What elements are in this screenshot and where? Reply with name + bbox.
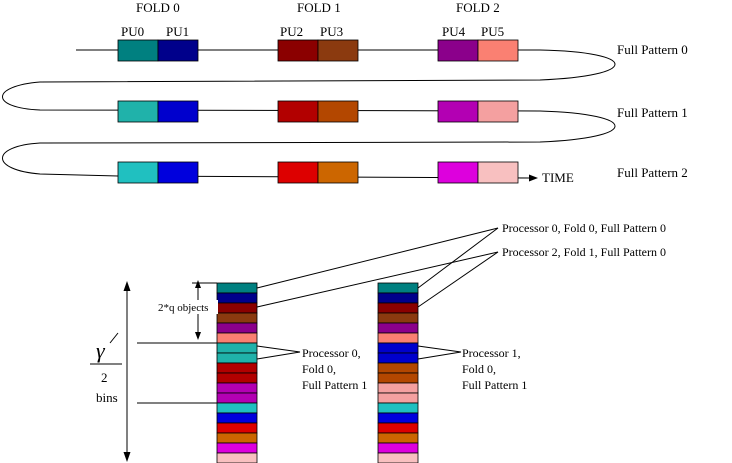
stack-right-cell-9: [377, 372, 419, 384]
pattern-2-pu0-block: [117, 161, 159, 184]
stack-left-cell-11: [216, 392, 258, 404]
objects-arrow-up: [195, 280, 201, 288]
pattern-0-pu5-block: [477, 39, 519, 62]
pattern-1-pu4-block: [437, 100, 479, 123]
stack-left-cell-0: [216, 282, 258, 294]
pattern-2-pu5-block: [477, 161, 519, 184]
stack-right-cell-0: [377, 282, 419, 294]
left-callout-line-2: Fold 0,: [302, 362, 336, 376]
stack-left-cell-14: [216, 422, 258, 434]
stack-left-cell-10: [216, 382, 258, 394]
pointer-top1-left: [256, 227, 499, 289]
pointer-top2-left: [256, 251, 499, 308]
stack-left-cell-3: [216, 312, 258, 324]
fraction-unit: bins: [96, 390, 118, 405]
pointer-top2-right: [417, 251, 499, 308]
pattern-2-pu2-block: [277, 161, 319, 184]
pointer-left-stack: [256, 345, 301, 360]
stack-right: [377, 282, 419, 463]
right-callout-line-2: Fold 0,: [462, 362, 496, 376]
stack-left-cell-5: [216, 332, 258, 344]
stack-right-cell-6: [377, 342, 419, 354]
pu0-label: PU0: [121, 24, 144, 39]
stack-left-cell-7: [216, 352, 258, 364]
stack-left-cell-15: [216, 432, 258, 444]
pattern-1-pu1-block: [157, 100, 199, 123]
fraction-numerator: γ: [96, 338, 106, 363]
pattern-1-pu2-block: [277, 100, 319, 123]
stack-right-cell-2: [377, 302, 419, 314]
pattern-1-pu0-block: [117, 100, 159, 123]
pattern-2-pu3-block: [317, 161, 359, 184]
pattern-1-pu3-block: [317, 100, 359, 123]
bins-arrow-down: [123, 452, 131, 462]
pattern-1-pu5-block: [477, 100, 519, 123]
stack-right-cell-5: [377, 332, 419, 344]
stack-right-cell-8: [377, 362, 419, 374]
stack-right-cell-1: [377, 292, 419, 304]
stack-right-cell-10: [377, 382, 419, 394]
stack-left-cell-9: [216, 372, 258, 384]
pattern-2-pu1-block: [157, 161, 199, 184]
callout-top-1: Processor 0, Fold 0, Full Pattern 0: [502, 221, 666, 235]
left-callout-line-1: Processor 0,: [302, 346, 361, 360]
stack-left-cell-4: [216, 322, 258, 334]
stack-left-cell-8: [216, 362, 258, 374]
stack-left-cell-13: [216, 412, 258, 424]
stack-left-cell-16: [216, 442, 258, 454]
stack-right-cell-3: [377, 312, 419, 324]
stack-right-cell-16: [377, 442, 419, 454]
stack-left-cell-17: [216, 452, 258, 463]
pattern-0-pu1-block: [157, 39, 199, 62]
left-callout-line-3: Full Pattern 1: [302, 378, 367, 392]
objects-label: 2*q objects: [158, 302, 208, 314]
time-label: TIME: [542, 170, 574, 185]
timeline-arrowhead: [529, 174, 538, 182]
callout-top-2: Processor 2, Fold 1, Full Pattern 0: [502, 245, 666, 259]
stack-right-cell-15: [377, 432, 419, 444]
pu2-label: PU2: [280, 24, 303, 39]
pattern-0-pu2-block: [277, 39, 319, 62]
right-callout-line-1: Processor 1,: [462, 346, 521, 360]
objects-arrow-down: [195, 332, 201, 340]
timeline-path: [2, 49, 616, 179]
pu3-label: PU3: [320, 24, 343, 39]
fraction-denominator: 2: [101, 370, 108, 385]
pattern-0-pu0-block: [117, 39, 159, 62]
pattern-2-pu4-block: [437, 161, 479, 184]
stack-right-cell-12: [377, 402, 419, 414]
fold-0-label: FOLD 0: [136, 0, 180, 15]
right-callout-line-3: Full Pattern 1: [462, 378, 527, 392]
stack-left-cell-2: [216, 302, 258, 314]
pu4-label: PU4: [442, 24, 466, 39]
stack-left-cell-12: [216, 402, 258, 414]
stack-right-cell-7: [377, 352, 419, 364]
stack-left-cell-6: [216, 342, 258, 354]
stack-right-cell-11: [377, 392, 419, 404]
pattern-0-pu3-block: [317, 39, 359, 62]
stack-right-cell-13: [377, 412, 419, 424]
fold-1-label: FOLD 1: [297, 0, 341, 15]
bins-arrow-up: [123, 281, 131, 291]
stack-right-cell-14: [377, 422, 419, 434]
pointer-top1-right: [417, 227, 499, 289]
full-pattern-2-label: Full Pattern 2: [617, 165, 688, 180]
stack-right-cell-17: [377, 452, 419, 463]
pattern-0-pu4-block: [437, 39, 479, 62]
stack-left-cell-1: [216, 292, 258, 304]
pointer-right-stack: [417, 345, 462, 360]
pu1-label: PU1: [166, 24, 189, 39]
fraction-mark: [109, 332, 119, 344]
fold-2-label: FOLD 2: [456, 0, 500, 15]
stack-right-cell-4: [377, 322, 419, 334]
stack-left: [216, 282, 258, 463]
full-pattern-0-label: Full Pattern 0: [617, 42, 688, 57]
pu5-label: PU5: [481, 24, 504, 39]
pattern-rows: [117, 39, 519, 184]
objects-label-bg: [156, 300, 218, 314]
full-pattern-1-label: Full Pattern 1: [617, 105, 688, 120]
